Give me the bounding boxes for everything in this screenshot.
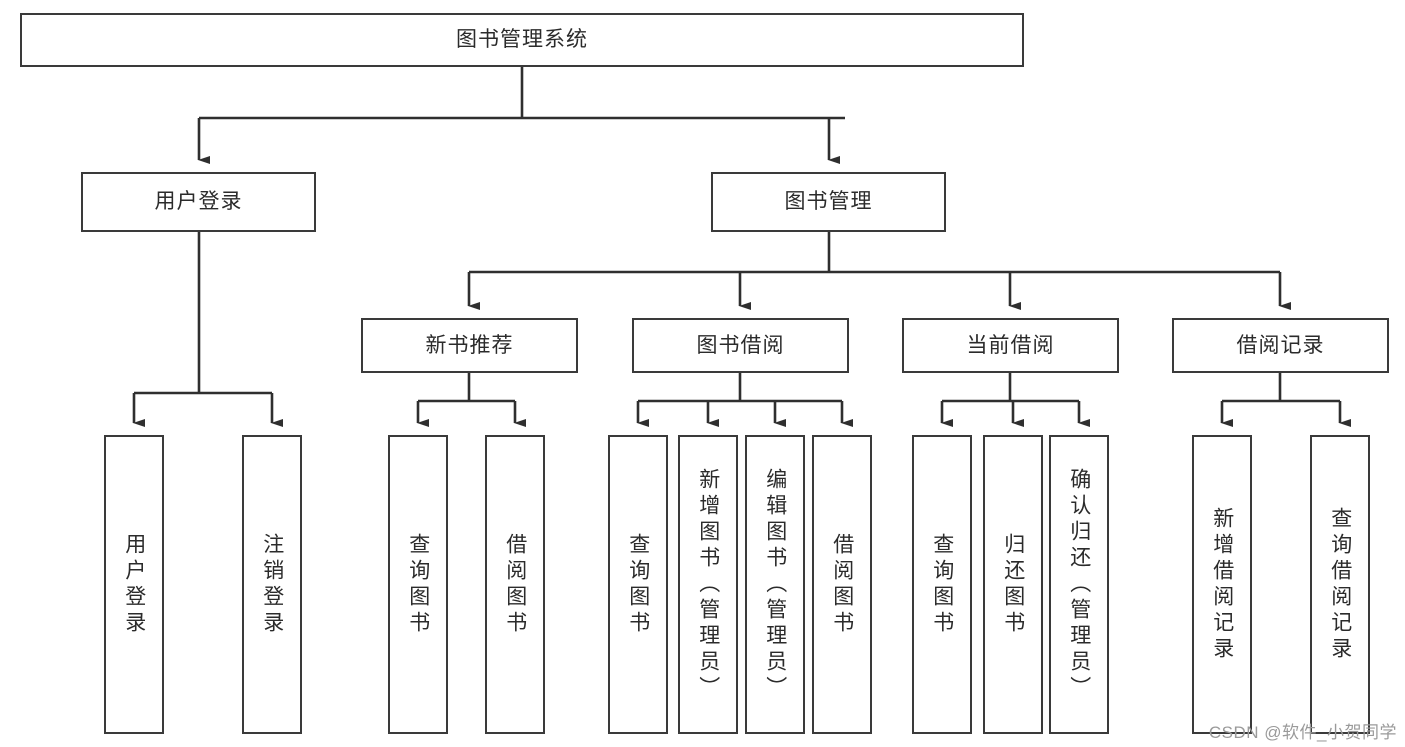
leaf-borrow-book-recommend[interactable]: 借阅图书 (485, 435, 545, 734)
leaf-logout[interactable]: 注销登录 (242, 435, 302, 734)
node-root[interactable]: 图书管理系统 (20, 13, 1024, 67)
node-label: 查询借阅记录 (1328, 506, 1352, 663)
node-label: 借阅图书 (503, 532, 527, 637)
node-label: 借阅记录 (1236, 333, 1325, 357)
leaf-query-borrow-record[interactable]: 查询借阅记录 (1310, 435, 1370, 734)
node-label: 图书借阅 (696, 333, 785, 357)
leaf-edit-book-admin[interactable]: 编辑图书（管理员） (745, 435, 805, 734)
node-label: 新增图书（管理员） (696, 467, 720, 702)
node-level3-borrow-record[interactable]: 借阅记录 (1172, 318, 1389, 373)
node-label: 新增借阅记录 (1210, 506, 1234, 663)
leaf-query-book-borrow[interactable]: 查询图书 (608, 435, 668, 734)
leaf-return-book[interactable]: 归还图书 (983, 435, 1043, 734)
csdn-watermark: CSDN @软件_小贺同学 (1208, 723, 1397, 742)
node-label: 归还图书 (1001, 532, 1025, 637)
leaf-query-book-recommend[interactable]: 查询图书 (388, 435, 448, 734)
leaf-add-borrow-record[interactable]: 新增借阅记录 (1192, 435, 1252, 734)
node-label: 查询图书 (406, 532, 430, 637)
leaf-borrow-book[interactable]: 借阅图书 (812, 435, 872, 734)
node-label: 借阅图书 (830, 532, 854, 637)
leaf-confirm-return-admin[interactable]: 确认归还（管理员） (1049, 435, 1109, 734)
node-root-label: 图书管理系统 (456, 28, 588, 52)
node-level3-new-book-recommend[interactable]: 新书推荐 (361, 318, 578, 373)
node-label: 用户登录 (154, 190, 243, 214)
leaf-user-login[interactable]: 用户登录 (104, 435, 164, 734)
leaf-query-book-current[interactable]: 查询图书 (912, 435, 972, 734)
node-label: 用户登录 (122, 532, 146, 637)
node-label: 查询图书 (626, 532, 650, 637)
node-label: 图书管理 (784, 190, 873, 214)
node-level2-user-login[interactable]: 用户登录 (81, 172, 316, 232)
leaf-add-book-admin[interactable]: 新增图书（管理员） (678, 435, 738, 734)
node-label: 当前借阅 (966, 333, 1055, 357)
node-label: 新书推荐 (425, 333, 514, 357)
node-label: 编辑图书（管理员） (763, 467, 787, 702)
node-label: 确认归还（管理员） (1067, 467, 1091, 702)
node-level3-book-borrow[interactable]: 图书借阅 (632, 318, 849, 373)
node-label: 注销登录 (260, 532, 284, 637)
node-label: 查询图书 (930, 532, 954, 637)
node-level3-current-borrow[interactable]: 当前借阅 (902, 318, 1119, 373)
node-level2-book-management[interactable]: 图书管理 (711, 172, 946, 232)
